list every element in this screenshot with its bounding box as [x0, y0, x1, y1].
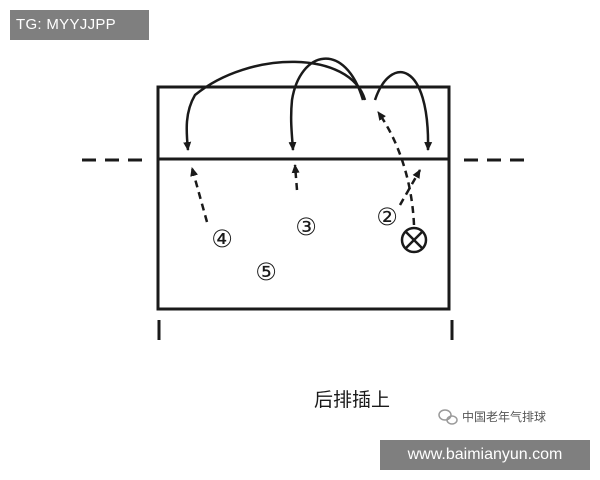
url-label: www.baimianyun.com [380, 440, 590, 470]
run-path-4 [190, 167, 209, 223]
pass-arc-right [373, 71, 433, 151]
run-path-server [376, 111, 416, 226]
player-4-label: ④ [211, 225, 233, 253]
player-5-label: ⑤ [255, 258, 277, 286]
wechat-icon [438, 409, 458, 425]
run-path-3 [291, 164, 300, 191]
run-path-2 [398, 169, 422, 206]
circled-x-icon [400, 226, 428, 254]
pass-arc-left [183, 60, 367, 151]
pass-arc-middle [288, 57, 365, 151]
tag-label: TG: MYYJJPP [10, 10, 149, 40]
player-2-label: ② [376, 203, 398, 231]
court-outline [156, 85, 451, 311]
source-watermark: 中国老年气排球 [462, 409, 546, 424]
player-3-label: ③ [295, 213, 317, 241]
diagram-caption: 后排插上 [314, 389, 390, 411]
